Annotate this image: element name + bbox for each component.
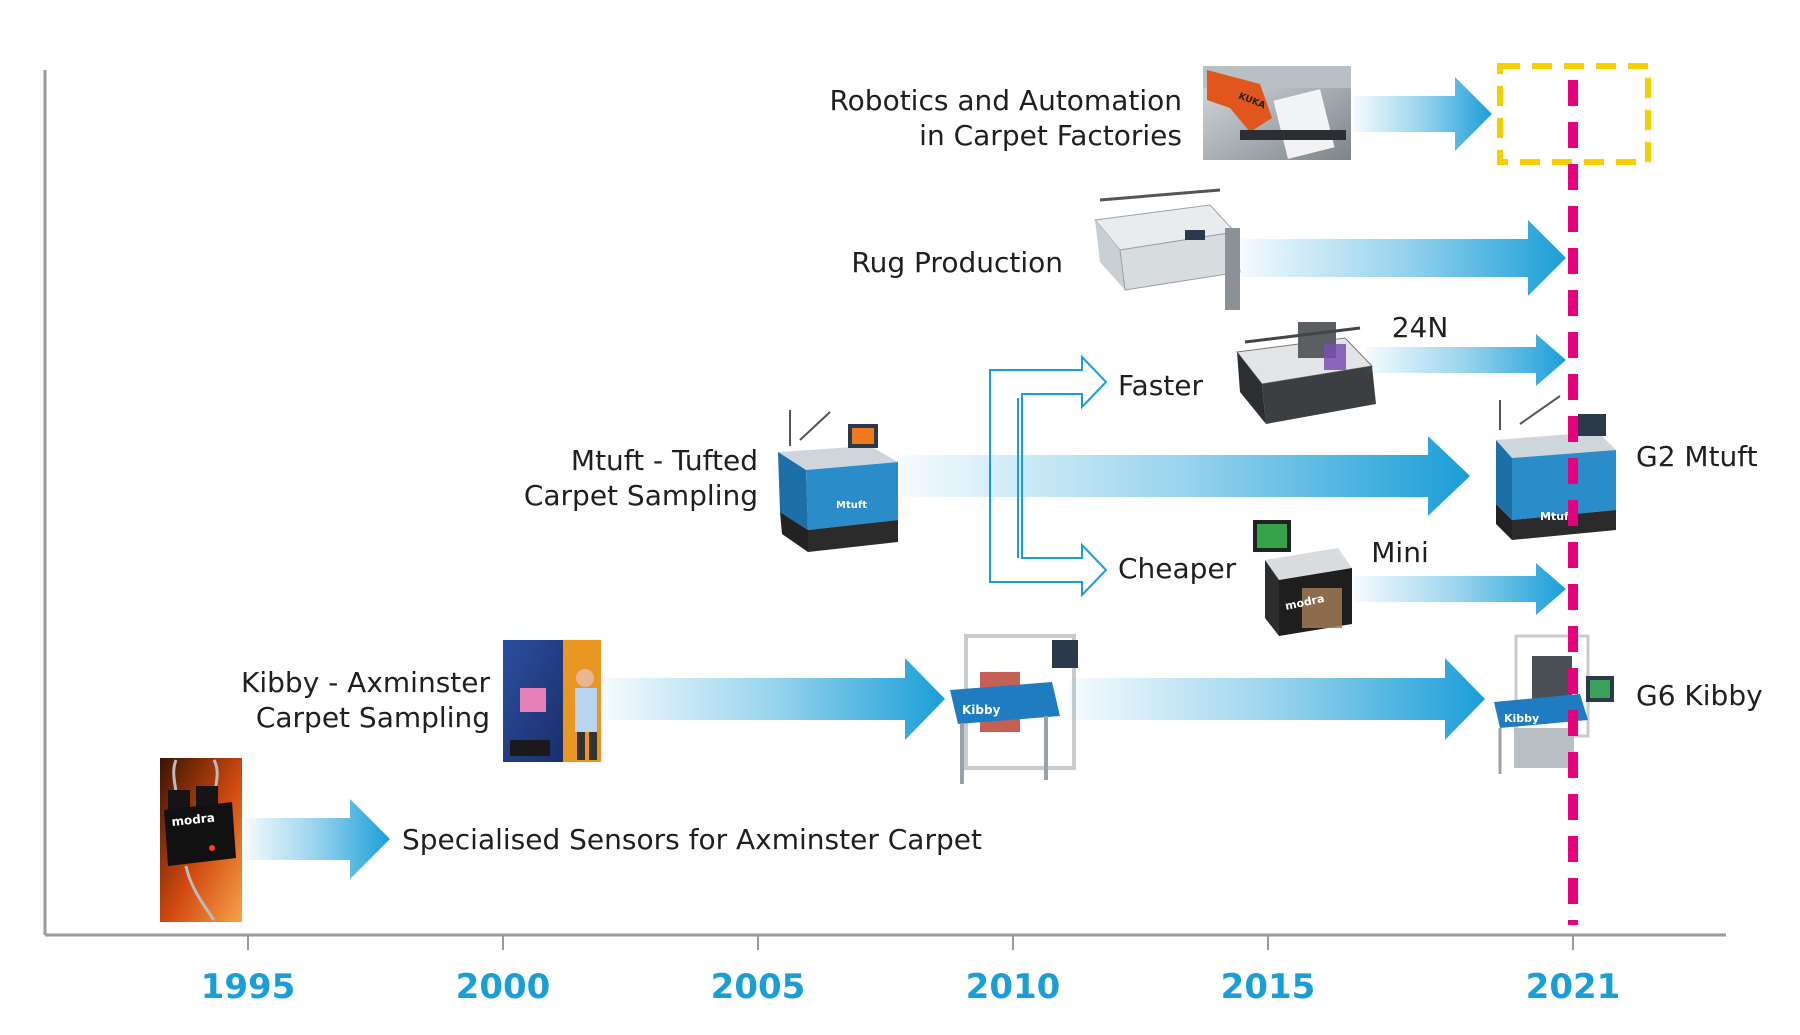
mini-machine-photo: modra xyxy=(1253,520,1352,636)
kibby-g5-photo: Kibby xyxy=(950,634,1078,784)
year-label: 2015 xyxy=(1221,967,1316,1007)
g6-kibby-logo: Kibby xyxy=(1504,712,1539,725)
kibby-arrow xyxy=(603,658,945,740)
g2-mtuft-label: G2 Mtuft xyxy=(1636,440,1758,473)
year-label: 2021 xyxy=(1526,967,1621,1007)
axis-ticks xyxy=(247,935,1574,950)
faster-label: Faster xyxy=(1118,369,1203,402)
kibby-label-line1: Kibby - Axminster xyxy=(241,666,490,699)
cheaper-label: Cheaper xyxy=(1118,552,1237,585)
mtuft-label-line2: Carpet Sampling xyxy=(524,479,758,512)
kibby-continue-arrow xyxy=(1070,658,1485,740)
mini-label: Mini xyxy=(1371,536,1428,569)
sensors-label: Specialised Sensors for Axminster Carpet xyxy=(402,823,982,856)
robotics-arrow xyxy=(1353,77,1492,151)
g6-kibby-photo: Kibby xyxy=(1494,634,1614,774)
rug-machine-photo xyxy=(1094,188,1241,310)
mtuft-logo: Mtuft xyxy=(836,500,867,511)
robotics-label-line2: in Carpet Factories xyxy=(919,119,1182,152)
kibby-g5-logo: Kibby xyxy=(962,703,1001,717)
rug-arrow xyxy=(1237,220,1566,296)
sensor-logo: modra xyxy=(171,811,216,829)
g2-mtuft-photo: Mtuft xyxy=(1496,395,1616,540)
mtuft-arrow xyxy=(900,436,1470,516)
rug-label: Rug Production xyxy=(851,246,1063,279)
sensors-arrow xyxy=(243,799,390,879)
robotics-label-line1: Robotics and Automation xyxy=(829,84,1182,117)
year-label: 2000 xyxy=(456,967,551,1007)
24n-arrow xyxy=(1366,334,1566,386)
robotics-photo: KUKA xyxy=(1203,66,1351,160)
year-label: 2010 xyxy=(966,967,1061,1007)
mtuft-label-line1: Mtuft - Tufted xyxy=(571,444,758,477)
g2-mtuft-logo: Mtuft xyxy=(1540,510,1574,523)
mini-arrow xyxy=(1354,563,1566,615)
g6-kibby-label: G6 Kibby xyxy=(1636,679,1763,712)
year-label: 1995 xyxy=(201,967,296,1007)
sensor-photo: modra xyxy=(160,758,242,922)
future-target-box xyxy=(1497,63,1651,165)
kibby-label-line2: Carpet Sampling xyxy=(256,701,490,734)
year-label: 2005 xyxy=(711,967,806,1007)
24n-machine-photo xyxy=(1236,322,1376,424)
24n-label: 24N xyxy=(1392,311,1449,344)
kibby-photo xyxy=(503,640,601,762)
mtuft-machine-photo: Mtuft xyxy=(778,410,898,552)
